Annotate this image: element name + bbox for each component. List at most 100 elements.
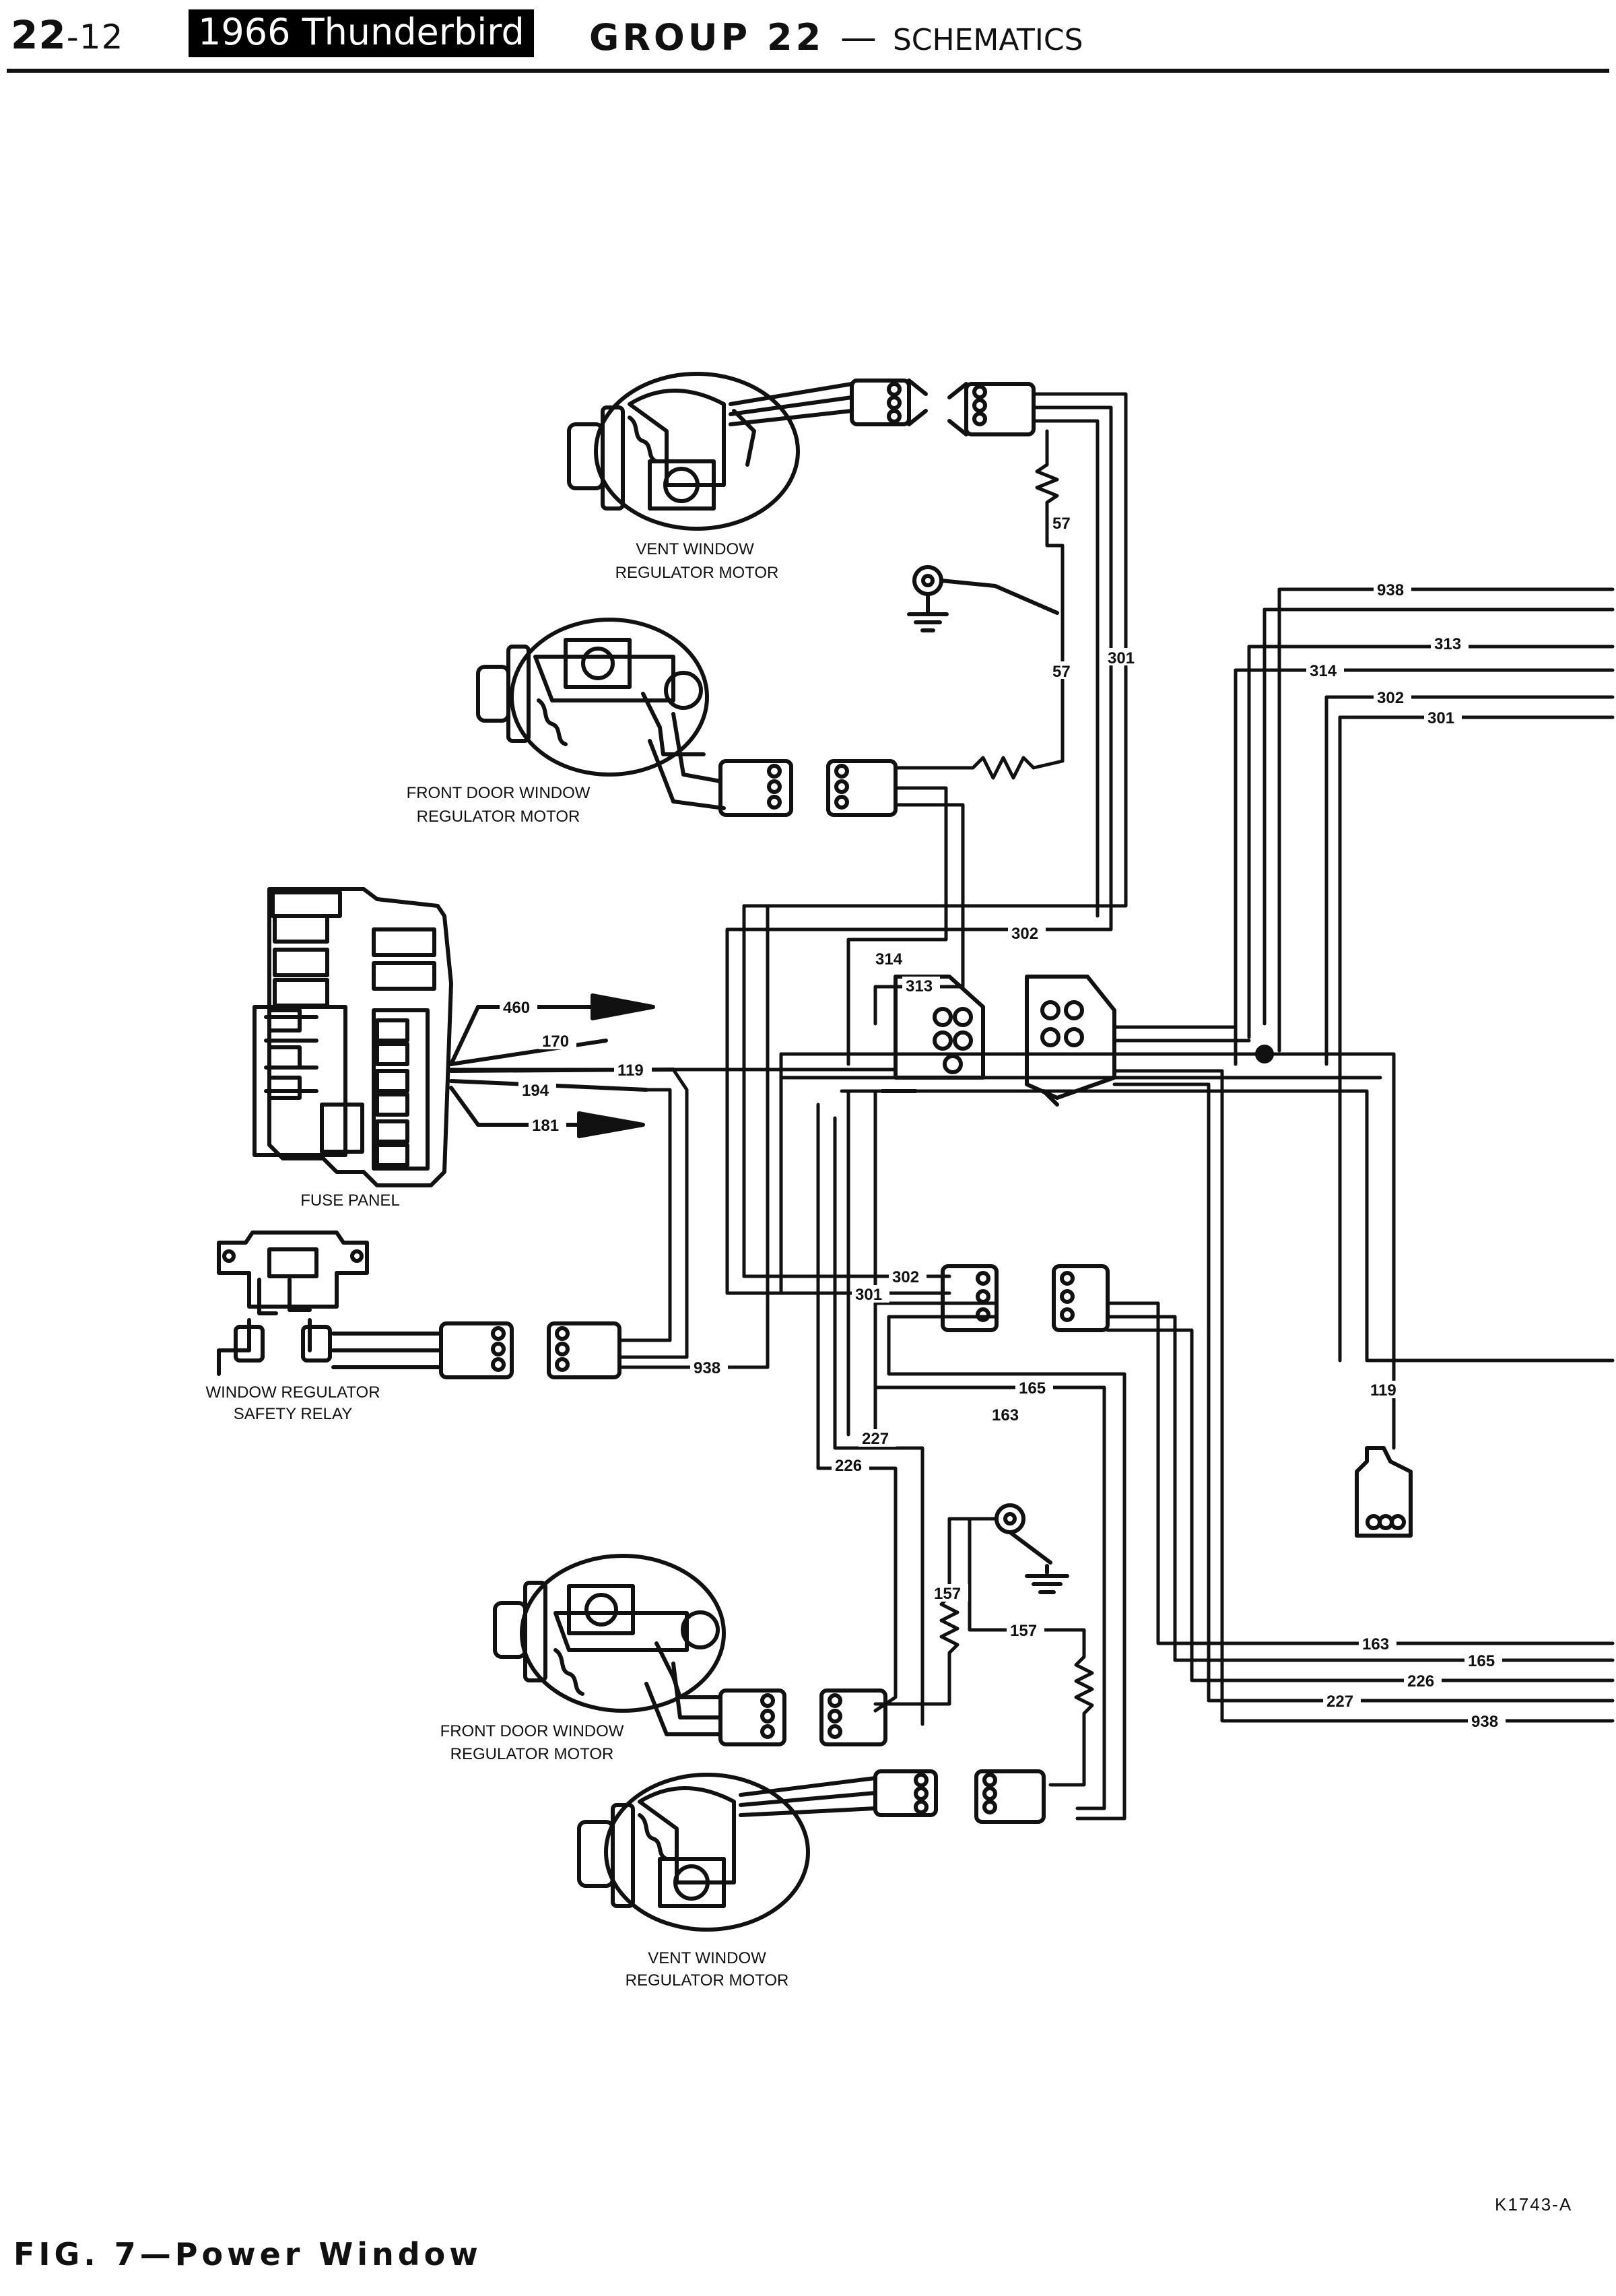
front-door-motor-bottom — [493, 1554, 726, 1736]
svg-text:938: 938 — [1377, 581, 1404, 599]
wire-181: 181 — [529, 1116, 566, 1135]
svg-text:314: 314 — [875, 950, 903, 969]
svg-text:181: 181 — [532, 1117, 559, 1135]
svg-text:226: 226 — [1407, 1672, 1434, 1691]
svg-text:302: 302 — [1377, 689, 1404, 707]
svg-text:301: 301 — [1108, 649, 1135, 667]
wire-460: 460 — [500, 998, 537, 1017]
figure-caption: FIG. 7—Power Window — [13, 2236, 482, 2272]
wire-301-top: 301 — [1424, 709, 1462, 727]
wire-157a: 157 — [931, 1584, 968, 1603]
svg-text:165: 165 — [1019, 1379, 1046, 1398]
svg-text:313: 313 — [1434, 635, 1461, 653]
wire-302-low: 302 — [889, 1268, 927, 1286]
wire-119: 119 — [614, 1061, 652, 1080]
wire-165-bot: 165 — [1464, 1651, 1502, 1670]
ground-top — [907, 565, 1059, 632]
svg-text:227: 227 — [862, 1430, 889, 1448]
ground-bottom — [995, 1503, 1069, 1594]
label-relay-2: SAFETY RELAY — [234, 1405, 353, 1423]
connector-front-top-a — [718, 759, 793, 817]
wire-938-top: 938 — [1374, 581, 1411, 599]
svg-text:57: 57 — [1052, 663, 1071, 681]
central-connector-right — [1025, 975, 1116, 1107]
svg-text:163: 163 — [992, 1406, 1019, 1424]
wire-226: 226 — [832, 1456, 869, 1475]
wire-157b: 157 — [1007, 1621, 1044, 1640]
connector-front-top-b — [826, 759, 898, 817]
vent-motor-top — [567, 372, 854, 531]
fuse-panel — [252, 887, 453, 1187]
connector-top-left-b — [947, 382, 1036, 436]
label-vent-bot-1: VENT WINDOW — [648, 1949, 766, 1967]
wire-938-bot: 938 — [1468, 1712, 1506, 1731]
wire-227: 227 — [858, 1429, 896, 1448]
wire-938-relay: 938 — [690, 1358, 728, 1377]
label-fuse-panel: FUSE PANEL — [300, 1191, 400, 1210]
connector-front-bottom-b — [819, 1688, 887, 1746]
wire-314-mid: 314 — [872, 950, 910, 969]
wire-163: 163 — [988, 1406, 1026, 1424]
svg-text:302: 302 — [892, 1268, 919, 1286]
wire-163-bot: 163 — [1359, 1635, 1396, 1653]
label-vent-top-2: REGULATOR MOTOR — [615, 564, 779, 582]
section-label: SCHEMATICS — [892, 23, 1083, 57]
model-badge: 1966 Thunderbird — [189, 9, 534, 57]
connector-relay-a — [439, 1321, 514, 1379]
page-number-sub: -12 — [66, 18, 124, 57]
svg-text:302: 302 — [1011, 925, 1038, 943]
junction-dot — [1255, 1045, 1274, 1063]
drawing-code: K1743-A — [1495, 2194, 1573, 2215]
group-title: GROUP 22 — SCHEMATICS — [589, 16, 1083, 59]
wire-302-top: 302 — [1374, 688, 1411, 707]
label-vent-top-1: VENT WINDOW — [636, 540, 754, 558]
page-number: 22-12 — [11, 12, 124, 58]
svg-text:170: 170 — [542, 1032, 569, 1051]
svg-text:157: 157 — [1010, 1622, 1037, 1640]
svg-text:313: 313 — [906, 977, 933, 995]
svg-text:314: 314 — [1310, 662, 1337, 680]
header-rule — [7, 69, 1609, 73]
connector-top-left-a — [850, 379, 928, 426]
svg-text:119: 119 — [617, 1061, 644, 1080]
wire-302-mid: 302 — [1008, 924, 1046, 943]
wire-194: 194 — [518, 1081, 556, 1100]
label-front-bot-1: FRONT DOOR WINDOW — [440, 1722, 624, 1740]
svg-text:938: 938 — [1471, 1713, 1498, 1731]
wire-313-mid: 313 — [902, 977, 940, 995]
wire-170: 170 — [539, 1032, 576, 1051]
wire-301: 301 — [1104, 648, 1142, 667]
svg-text:301: 301 — [1427, 709, 1454, 727]
wire-227-bot: 227 — [1323, 1692, 1361, 1711]
group-label: GROUP 22 — [589, 16, 825, 59]
svg-text:57: 57 — [1052, 515, 1071, 533]
connector-vent-bottom-a — [873, 1769, 938, 1817]
svg-text:194: 194 — [522, 1082, 549, 1100]
connector-vent-bottom-b — [974, 1769, 1046, 1824]
svg-text:460: 460 — [503, 999, 530, 1017]
connector-front-bottom-a — [718, 1688, 786, 1746]
label-relay-1: WINDOW REGULATOR — [205, 1383, 380, 1402]
vent-motor-bottom — [577, 1773, 877, 1932]
svg-text:119: 119 — [1370, 1381, 1396, 1400]
harness-wires — [449, 392, 1615, 1821]
wire-57a: 57 — [1049, 513, 1073, 533]
svg-text:163: 163 — [1362, 1635, 1389, 1653]
lower-connector-right — [1052, 1264, 1110, 1332]
svg-text:226: 226 — [835, 1457, 862, 1475]
wire-226-bot: 226 — [1404, 1672, 1442, 1691]
label-front-top-1: FRONT DOOR WINDOW — [407, 784, 591, 802]
safety-relay — [217, 1231, 443, 1376]
wire-119-right: 119 — [1367, 1381, 1405, 1400]
wire-165: 165 — [1015, 1379, 1053, 1398]
svg-text:157: 157 — [934, 1585, 961, 1603]
label-front-top-2: REGULATOR MOTOR — [417, 808, 580, 826]
svg-text:301: 301 — [855, 1286, 882, 1304]
wire-57b: 57 — [1049, 661, 1073, 681]
svg-text:227: 227 — [1326, 1693, 1353, 1711]
label-front-bot-2: REGULATOR MOTOR — [450, 1745, 614, 1763]
wire-313-top: 313 — [1431, 634, 1469, 653]
wire-314-top: 314 — [1306, 661, 1344, 680]
label-vent-bot-2: REGULATOR MOTOR — [626, 1971, 789, 1990]
